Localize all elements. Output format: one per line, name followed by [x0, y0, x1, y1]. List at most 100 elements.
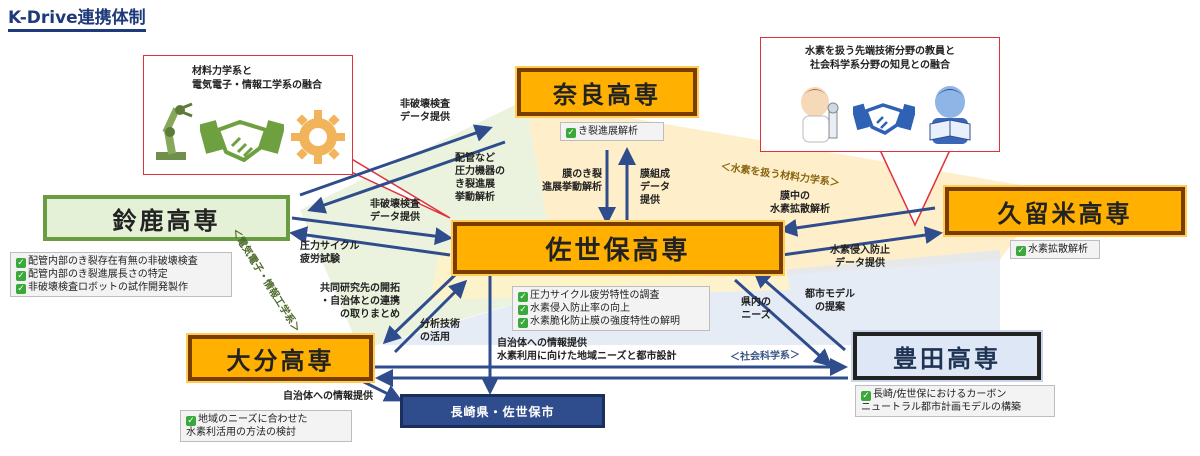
arrow-sasebo-to-kurume — [781, 226, 943, 257]
note-row: ✓圧力サイクル疲労特性の調査 — [518, 289, 704, 302]
note-text: 水素脆化防止膜の強度特性の解明 — [530, 316, 680, 327]
label-line: 水素侵入防止 — [830, 245, 890, 256]
note-nara: ✓き裂進展解析 — [560, 122, 664, 141]
note-text: 配管内部のき裂存在有無の非破壊検査 — [28, 256, 198, 267]
label-line: 水素拡散解析 — [770, 204, 830, 215]
check-icon: ✓ — [16, 284, 26, 294]
label-line: き裂進展 — [455, 179, 495, 190]
note-row: 水素利活用の方法の検討 — [186, 426, 346, 439]
label-line: 圧力サイクル — [300, 241, 360, 252]
label-line: の取りまとめ — [340, 309, 400, 320]
label-line: 水素利用に向けた地域ニーズと都市設計 — [497, 351, 677, 362]
check-icon: ✓ — [518, 305, 528, 315]
note-toyota: ✓長崎/佐世保におけるカーボン ニュートラル都市計画モデルの構築 — [855, 385, 1055, 417]
arrow-nara-to-suzuka — [307, 140, 506, 214]
label-line: 都市モデル — [805, 289, 855, 300]
label-suzuka-sasebo: 非破壊検査 データ提供 — [355, 198, 435, 224]
check-icon: ✓ — [186, 416, 196, 426]
label-line: 共同研究先の開拓 — [320, 283, 400, 294]
label-nara-suzuka: 配管など 圧力機器の き裂進展 挙動解析 — [455, 152, 505, 204]
label-line: の提案 — [815, 302, 845, 313]
note-row: ニュートラル都市計画モデルの構築 — [861, 401, 1049, 414]
label-suzuka-nara: 非破壊検査 データ提供 — [385, 98, 465, 124]
note-sasebo: ✓圧力サイクル疲労特性の調査 ✓水素侵入防止率の向上 ✓水素脆化防止膜の強度特性… — [512, 286, 710, 331]
note-row: ✓地域のニーズに合わせた — [186, 413, 346, 426]
label-line: 非破壊検査 — [370, 199, 420, 210]
left-callout-line1: 材料力学系と — [192, 66, 252, 77]
node-sasebo: 佐世保高専 — [451, 220, 785, 276]
label-line: データ提供 — [835, 258, 885, 269]
label-sasebo-toyota-needs: 県内の ニーズ — [735, 296, 777, 322]
note-text: 水素利活用の方法の検討 — [186, 427, 296, 438]
arrow-toyota-to-sasebo — [752, 270, 846, 352]
node-kurume: 久留米高専 — [943, 185, 1187, 237]
arrow-sasebo-to-oita — [382, 273, 457, 345]
label-line: 膜のき裂 — [562, 169, 602, 180]
node-nagasaki: 長崎県・佐世保市 — [400, 394, 605, 428]
label-line: 圧力機器の — [455, 166, 505, 177]
page-title: K-Drive連携体制 — [8, 8, 146, 32]
label-kurume-sasebo-top: 膜中の 水素拡散解析 — [770, 190, 830, 216]
note-row: ✓非破壊検査ロボットの試作開発製作 — [16, 281, 226, 294]
handshake-icon — [853, 103, 915, 135]
note-oita: ✓地域のニーズに合わせた 水素利活用の方法の検討 — [180, 410, 352, 442]
node-suzuka: 鈴鹿高専 — [43, 195, 290, 241]
label-line: 非破壊検査 — [400, 99, 450, 110]
label-line: 提供 — [640, 195, 660, 206]
note-row: ✓配管内部のき裂存在有無の非破壊検査 — [16, 255, 226, 268]
note-row: ✓水素脆化防止膜の強度特性の解明 — [518, 315, 704, 328]
label-line: ・自治体との連携 — [320, 296, 400, 307]
check-icon: ✓ — [16, 258, 26, 268]
arrow-sasebo-to-toyota — [733, 278, 833, 368]
label-toyota-sasebo: 都市モデル の提案 — [795, 288, 865, 314]
note-kurume: ✓水素拡散解析 — [1010, 240, 1100, 259]
note-row: ✓き裂進展解析 — [566, 125, 658, 138]
note-text: き裂進展解析 — [578, 126, 638, 137]
label-oita-nagasaki: 自治体への情報提供 — [283, 390, 373, 403]
label-sasebo-suzuka: 圧力サイクル 疲労試験 — [300, 240, 360, 266]
label-line: 膜組成 — [640, 169, 670, 180]
arrow-oita-to-nagasaki — [359, 378, 403, 402]
label-line: 分析技術 — [420, 319, 460, 330]
note-text: 配管内部のき裂進展長さの特定 — [28, 269, 168, 280]
handshake-icon — [200, 120, 284, 162]
note-text: 水素侵入防止率の向上 — [530, 303, 630, 314]
note-text: 長崎/佐世保におけるカーボン — [873, 389, 1007, 400]
right-callout-line1: 水素を扱う先端技術分野の教員と — [805, 46, 955, 57]
arrow-suzuka-to-sasebo — [291, 216, 453, 246]
label-kurume-sasebo-bottom: 水素侵入防止 データ提供 — [820, 244, 900, 270]
right-callout-line2: 社会科学系分野の知見との融合 — [810, 60, 950, 71]
scientist-icon — [801, 87, 839, 143]
check-icon: ✓ — [16, 271, 26, 281]
label-line: 疲労試験 — [300, 254, 340, 265]
label-line: の活用 — [420, 332, 450, 343]
note-row: ✓配管内部のき裂進展長さの特定 — [16, 268, 226, 281]
label-line: 配管など — [455, 153, 495, 164]
note-row: ✓長崎/佐世保におけるカーボン — [861, 388, 1049, 401]
node-oita: 大分高専 — [186, 333, 375, 383]
arrow-oita-to-sasebo — [393, 279, 468, 354]
check-icon: ✓ — [1016, 246, 1026, 256]
note-row: ✓水素拡散解析 — [1016, 243, 1094, 256]
label-line: 挙動解析 — [455, 192, 495, 203]
label-line: 自治体への情報提供 — [283, 391, 373, 402]
label-line: 県内の — [741, 297, 771, 308]
band-label-social: ＜社会科学系＞ — [729, 349, 801, 364]
arrow-sasebo-to-suzuka — [289, 226, 451, 257]
robot-arm-icon — [156, 102, 193, 160]
note-text: 水素拡散解析 — [1028, 244, 1088, 255]
check-icon: ✓ — [861, 391, 871, 401]
check-icon: ✓ — [518, 292, 528, 302]
note-row: ✓水素侵入防止率の向上 — [518, 302, 704, 315]
check-icon: ✓ — [518, 318, 528, 328]
label-line: データ提供 — [400, 112, 450, 123]
label-sasebo-oita-task: 共同研究先の開拓 ・自治体との連携 の取りまとめ — [290, 282, 400, 321]
label-sasebo-nagasaki: 自治体への情報提供 水素利用に向けた地域ニーズと都市設計 — [497, 337, 677, 363]
label-line: データ提供 — [370, 212, 420, 223]
label-line: 膜中の — [780, 191, 810, 202]
arrow-kurume-to-sasebo — [779, 206, 936, 237]
student-reading-icon — [929, 86, 971, 144]
node-toyota: 豊田高専 — [851, 330, 1043, 382]
note-text: 地域のニーズに合わせた — [198, 414, 308, 425]
label-line: ニーズ — [741, 310, 771, 321]
